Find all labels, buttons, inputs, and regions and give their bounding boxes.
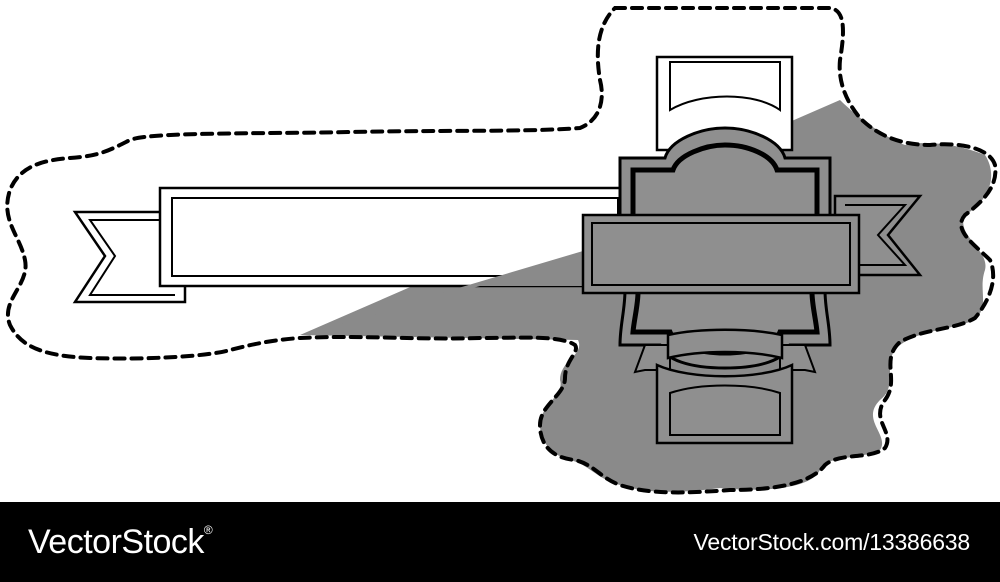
crest-top-tab-notch [669,61,781,112]
banner-shadow-overlay [300,240,620,335]
watermark-footer: VectorStock® VectorStock.com/13386638 [0,502,1000,582]
crest-band-inner [591,222,851,286]
brand-name: VectorStock [28,522,204,561]
brand-logo-text: VectorStock® [28,522,213,562]
crest-bottom-tab-inner [669,384,781,436]
ribbon-tail-right-inner [845,204,908,266]
sticker-cut-line [5,6,998,495]
image-reference: VectorStock.com/13386638 [693,528,971,555]
ribbon-tail-left-inner [88,219,175,296]
emblem-sticker-illustration [5,6,998,495]
registered-mark: ® [203,522,213,537]
small-banner-body [666,328,784,360]
